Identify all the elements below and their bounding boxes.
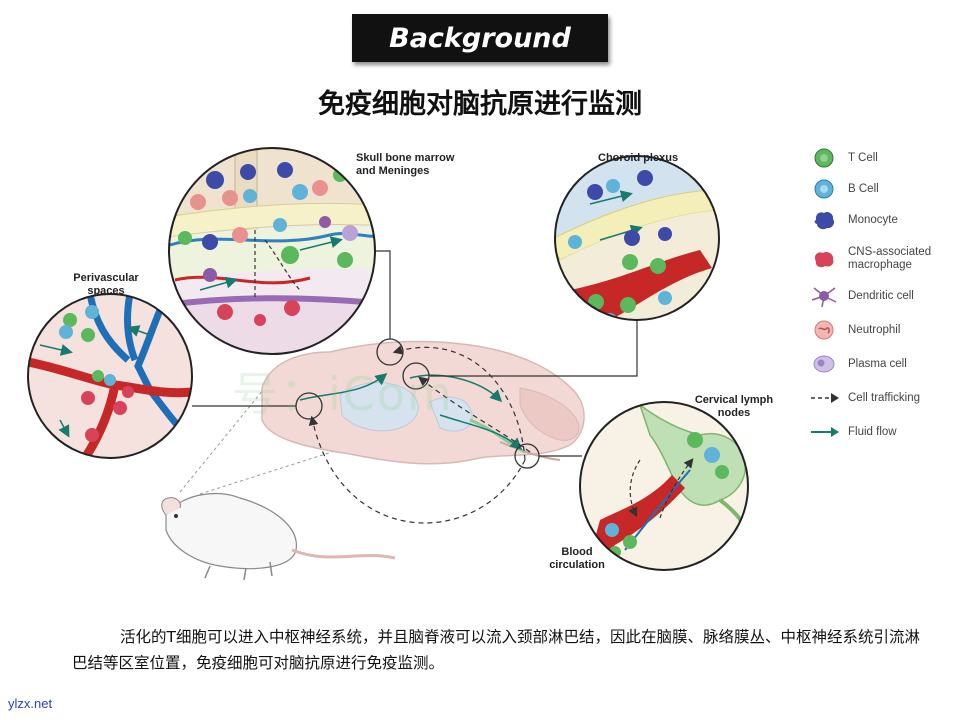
legend-item-cell-trafficking: Cell trafficking [808, 386, 920, 410]
page-subtitle: 免疫细胞对脑抗原进行监测 [318, 89, 642, 120]
legend-label: B Cell [848, 182, 879, 195]
legend-item-b-cell: B Cell [808, 177, 879, 201]
choroid-plexus-inset [555, 156, 719, 320]
label-perivascular-spaces: Perivascular spaces [73, 272, 139, 297]
legend-item-fluid-flow: Fluid flow [808, 420, 897, 444]
neutrophil-icon [814, 320, 834, 340]
description-paragraph: 活化的T细胞可以进入中枢神经系统，并且脑脊液可以流入颈部淋巴结，因此在脑膜、脉络… [72, 628, 920, 672]
legend-item-macrophage: CNS-associated macrophage [808, 244, 944, 274]
footer-site-link[interactable]: ylzx.net [8, 696, 53, 711]
legend-item-dendritic-cell: Dendritic cell [808, 284, 914, 308]
legend-label: Plasma cell [848, 357, 907, 370]
legend-item-plasma-cell: Plasma cell [808, 352, 907, 376]
legend-label: Cell trafficking [848, 391, 921, 404]
legend-label: CNS-associated macrophage [848, 246, 932, 271]
label-cervical-lymph-nodes: Cervical lymph nodes [694, 394, 774, 419]
legend-item-neutrophil: Neutrophil [808, 318, 900, 342]
section-title-box: Background [352, 14, 608, 62]
dendritic-cell-icon [811, 287, 837, 308]
legend-item-monocyte: Monocyte [808, 208, 898, 232]
legend-item-t-cell: T Cell [808, 146, 878, 170]
dashed-arrow-icon [811, 393, 839, 403]
teal-arrow-icon [811, 427, 839, 437]
label-blood-circulation: Blood circulation [549, 546, 605, 571]
legend-label: Monocyte [848, 213, 898, 226]
legend-label: Dendritic cell [848, 289, 914, 302]
legend-label: Fluid flow [848, 425, 897, 438]
mouse-illustration [161, 492, 396, 581]
t-cell-icon [814, 148, 834, 168]
plasma-cell-icon [813, 355, 835, 373]
cervical-lymph-node-inset [580, 402, 748, 570]
macrophage-icon [814, 251, 834, 268]
label-skull-meninges: Skull bone marrow and Meninges [356, 152, 455, 177]
brain-illustration [261, 340, 585, 465]
immune-surveillance-diagram: 号：iCom Skull bone marrow and Meninges Ch… [0, 130, 960, 600]
legend-label: T Cell [848, 151, 878, 164]
monocyte-icon [814, 211, 835, 230]
label-choroid-plexus: Choroid plexus [598, 152, 679, 164]
legend-label: Neutrophil [848, 323, 901, 336]
diagram-illustration [27, 147, 749, 581]
watermark-text: 号：iCom [232, 367, 454, 421]
perivascular-inset [28, 294, 192, 458]
b-cell-icon [814, 179, 834, 199]
section-title: Background [389, 22, 571, 54]
